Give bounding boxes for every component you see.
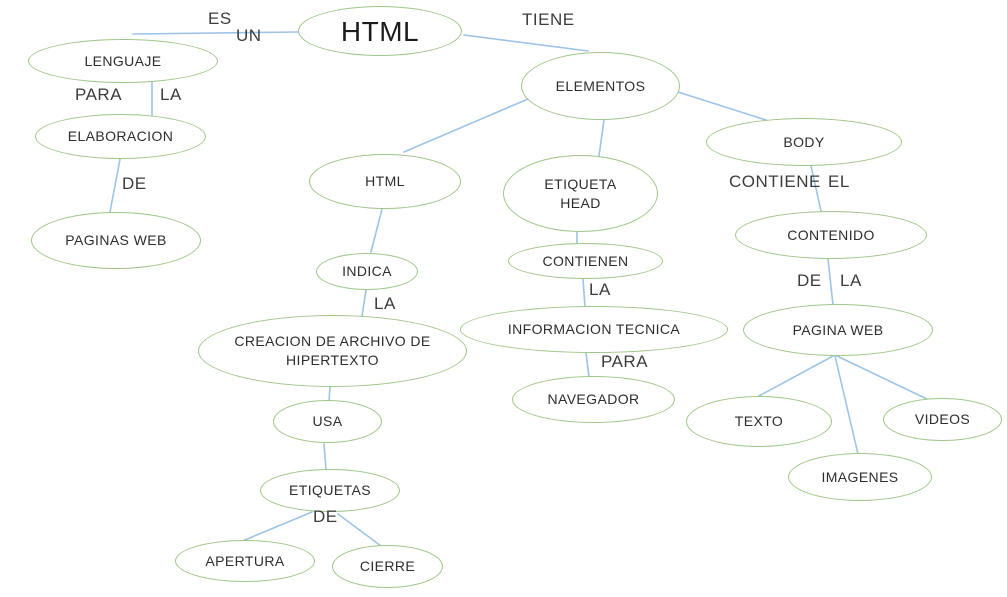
node-videos: VIDEOS bbox=[883, 398, 1002, 441]
edge-creacion-usa bbox=[328, 386, 331, 402]
node-texto: TEXTO bbox=[686, 396, 832, 447]
node-etiqueta-head: ETIQUETA HEAD bbox=[503, 155, 658, 232]
edge-pagina-web-videos bbox=[836, 355, 930, 401]
edge-label-la: LA bbox=[374, 294, 396, 313]
edge-label-de: DE bbox=[313, 507, 338, 526]
edge-usa-etiquetas bbox=[323, 443, 327, 471]
edge-etiquetas-cierre bbox=[337, 513, 382, 547]
edge-label-es: ES bbox=[208, 9, 232, 28]
edge-label-la: LA bbox=[589, 280, 611, 299]
edge-contienen-info-tecnica bbox=[582, 278, 586, 308]
node-cierre: CIERRE bbox=[332, 545, 443, 588]
node-pagina-web: PAGINA WEB bbox=[743, 304, 933, 356]
edge-html-elementos bbox=[463, 34, 589, 52]
node-indica: INDICA bbox=[316, 253, 418, 290]
edge-label-para: PARA bbox=[75, 85, 123, 104]
node-elaboracion: ELABORACION bbox=[35, 114, 206, 159]
node-informacion-tecnica: INFORMACION TECNICA bbox=[460, 306, 728, 353]
edge-label-para: PARA bbox=[601, 352, 649, 371]
node-html-secondary: HTML bbox=[309, 154, 461, 209]
edge-label-tiene: TIENE bbox=[522, 10, 575, 29]
edge-elementos-etiqueta-head bbox=[598, 119, 605, 157]
edge-label-contiene: CONTIENE bbox=[729, 172, 821, 191]
edge-contenido-pagina-web bbox=[827, 258, 834, 306]
node-usa: USA bbox=[273, 400, 382, 443]
edge-pagina-web-texto bbox=[758, 355, 834, 397]
edge-elementos-body bbox=[677, 91, 767, 121]
edge-label-el: EL bbox=[828, 172, 850, 191]
node-elementos: ELEMENTOS bbox=[521, 52, 680, 120]
node-body: BODY bbox=[706, 118, 902, 166]
node-creacion-archivo-hipertexto: CREACION DE ARCHIVO DE HIPERTEXTO bbox=[198, 315, 467, 387]
edge-html2-indica bbox=[370, 208, 383, 253]
edge-html-lenguaje bbox=[132, 31, 300, 35]
edge-info-tecnica-navegador bbox=[585, 352, 590, 378]
node-contenido: CONTENIDO bbox=[735, 211, 927, 259]
edge-elementos-html2 bbox=[403, 98, 529, 153]
edge-label-de: DE bbox=[122, 174, 147, 193]
edge-label-la: LA bbox=[840, 271, 862, 290]
edge-body-contenido bbox=[810, 165, 822, 212]
node-apertura: APERTURA bbox=[175, 540, 315, 582]
edge-label-un: UN bbox=[236, 26, 262, 45]
node-etiquetas: ETIQUETAS bbox=[260, 469, 400, 512]
edge-elaboracion-paginas-web bbox=[109, 158, 121, 213]
node-html-main: HTML bbox=[298, 6, 462, 56]
node-contienen: CONTIENEN bbox=[508, 243, 663, 279]
node-lenguaje: LENGUAJE bbox=[28, 39, 218, 83]
edge-pagina-web-imagenes bbox=[834, 355, 859, 455]
edge-indica-creacion bbox=[361, 289, 367, 317]
node-paginas-web: PAGINAS WEB bbox=[31, 212, 201, 269]
node-imagenes: IMAGENES bbox=[788, 453, 932, 501]
node-navegador: NAVEGADOR bbox=[512, 376, 675, 423]
edge-label-la: LA bbox=[160, 85, 182, 104]
edge-etiquetas-apertura bbox=[239, 511, 313, 543]
edge-label-de: DE bbox=[797, 271, 822, 290]
